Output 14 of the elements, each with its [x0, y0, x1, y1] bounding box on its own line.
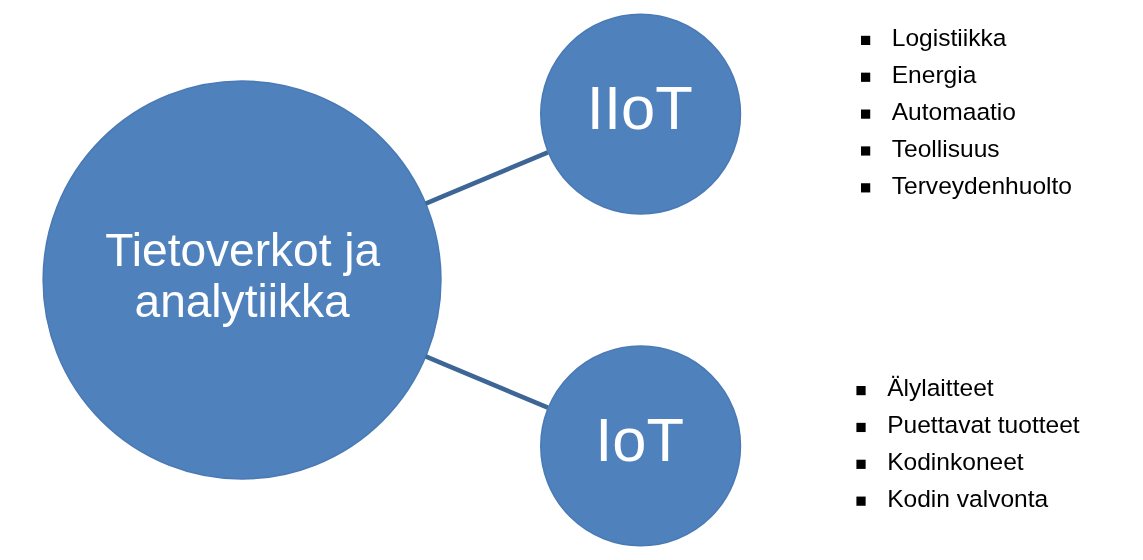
- node-label: Automaatio: [891, 97, 1016, 125]
- node-circle: IIoT: [540, 13, 742, 215]
- node-label: Logistiikka: [891, 24, 1007, 52]
- node-circle: IoT: [540, 345, 742, 547]
- node-circle: Tietoverkot ja analytiikka: [42, 80, 442, 480]
- node-label: Teollisuus: [891, 134, 1000, 162]
- connector: [424, 150, 549, 206]
- node-label: Kodin valvonta: [887, 485, 1049, 513]
- connector: [424, 354, 549, 410]
- node-label: Älylaitteet: [887, 374, 994, 402]
- node-label: Terveydenhuolto: [891, 171, 1072, 199]
- node-label: Kodinkoneet: [887, 448, 1024, 476]
- node-label: Puettavat tuotteet: [887, 411, 1080, 439]
- node-label: Energia: [891, 61, 977, 89]
